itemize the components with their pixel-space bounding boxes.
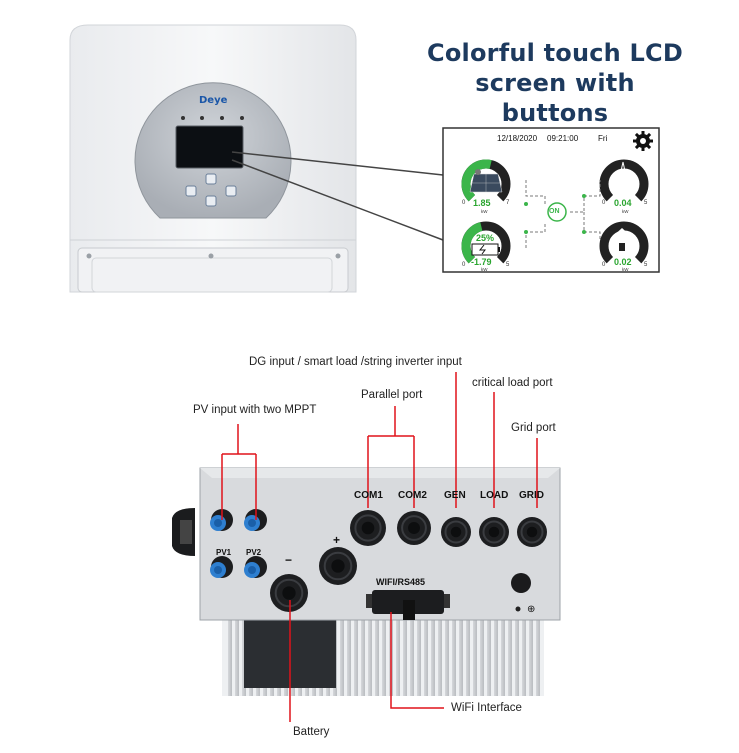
pv-connector-icon [244,556,267,578]
lcd-date: 12/18/2020 [497,134,538,143]
load-port-label: LOAD [480,490,509,501]
com1-gland [350,510,386,546]
load-scale-min: 0 [602,262,606,268]
small-lcd [175,125,244,169]
lcd-day: Fri [598,134,608,143]
battery-value: -1.79 [471,257,492,267]
battery-unit: kW [481,267,488,272]
wifi-interface-label: WiFi Interface [451,702,522,714]
load-gauge [599,221,649,264]
plus-sign: + [333,533,341,547]
heatsink [222,620,544,696]
battery-soc: 25% [476,233,495,243]
wifi-rs485-port [372,590,444,614]
load-value: 0.02 [614,257,632,267]
fan-block [244,618,336,688]
gen-port-label: GEN [444,490,466,501]
down-button-icon [205,195,217,207]
grid-unit: kW [622,209,629,214]
parallel-port-label: Parallel port [361,389,423,401]
on-status-label: ON [549,208,560,215]
load-gland [479,517,509,547]
up-button-icon [205,173,217,185]
pv-connector-icon [244,509,267,531]
load-scale-max: 5 [644,262,648,268]
screw-icon [335,253,341,259]
on-status-icon [547,202,567,222]
pv2-label: PV2 [246,548,262,557]
com1-port-label: COM1 [354,490,383,501]
house-icon [610,228,634,251]
solar-value: 1.85 [473,198,491,208]
dry-contact-port [511,573,531,593]
led-indicator-icon [200,116,204,120]
esc-button-icon [185,185,197,197]
pv-connector-icon [210,556,233,578]
side-connector [172,508,195,556]
solar-scale-min: 0 [462,200,466,206]
grid-scale-max: 5 [644,200,648,206]
screw-icon [86,253,92,259]
com2-port-label: COM2 [398,490,427,501]
pv1-label: PV1 [216,548,232,557]
wifi-rs485-label: WIFI/RS485 [376,577,426,587]
dg-input-label: DG input / smart load /string inverter i… [249,356,462,368]
leader-line [231,159,444,241]
load-unit: kW [622,267,629,272]
screw-icon [208,253,214,259]
grid-gauge [599,159,649,202]
battery-scale-min: 0 [462,262,466,268]
lcd-time: 09:21:00 [547,134,579,143]
grid-port-label: Grid port [511,422,556,434]
battery-icon [471,243,500,256]
ground-symbol-icon: ⊕ [527,604,536,615]
inverter-front-illustration [69,24,660,293]
leader-line [231,151,444,176]
grid-gland [517,517,547,547]
critical-load-label: critical load port [472,377,553,389]
headline-line1: Colorful touch LCD [427,39,683,67]
callout-lines [221,372,538,722]
headline-line2: screen with buttons [475,69,635,127]
brand-logo: Deye [199,95,228,106]
battery-minus-gland [270,574,308,612]
pv-input-label: PV input with two MPPT [193,404,317,416]
battery-label: Battery [293,726,330,738]
minus-sign: − [285,553,293,567]
enter-button-icon [225,185,237,197]
led-indicator-icon [240,116,244,120]
battery-scale-max: 5 [506,262,510,268]
led-indicator-icon [220,116,224,120]
battery-plus-gland [319,547,357,585]
pv-connector-icon [210,509,233,531]
grid-scale-min: 0 [602,200,606,206]
gear-icon [633,131,653,151]
battery-gauge [461,221,511,264]
power-tower-icon [615,161,631,195]
solar-gauge [461,159,511,202]
com2-gland [397,511,431,545]
solar-scale-max: 7 [506,200,510,206]
gen-gland [441,517,471,547]
grid-port-text: GRID [519,490,544,501]
led-indicator-icon [181,116,185,120]
solar-unit: kW [481,209,488,214]
solar-panel-icon [469,169,503,193]
grid-value: 0.04 [614,198,632,208]
